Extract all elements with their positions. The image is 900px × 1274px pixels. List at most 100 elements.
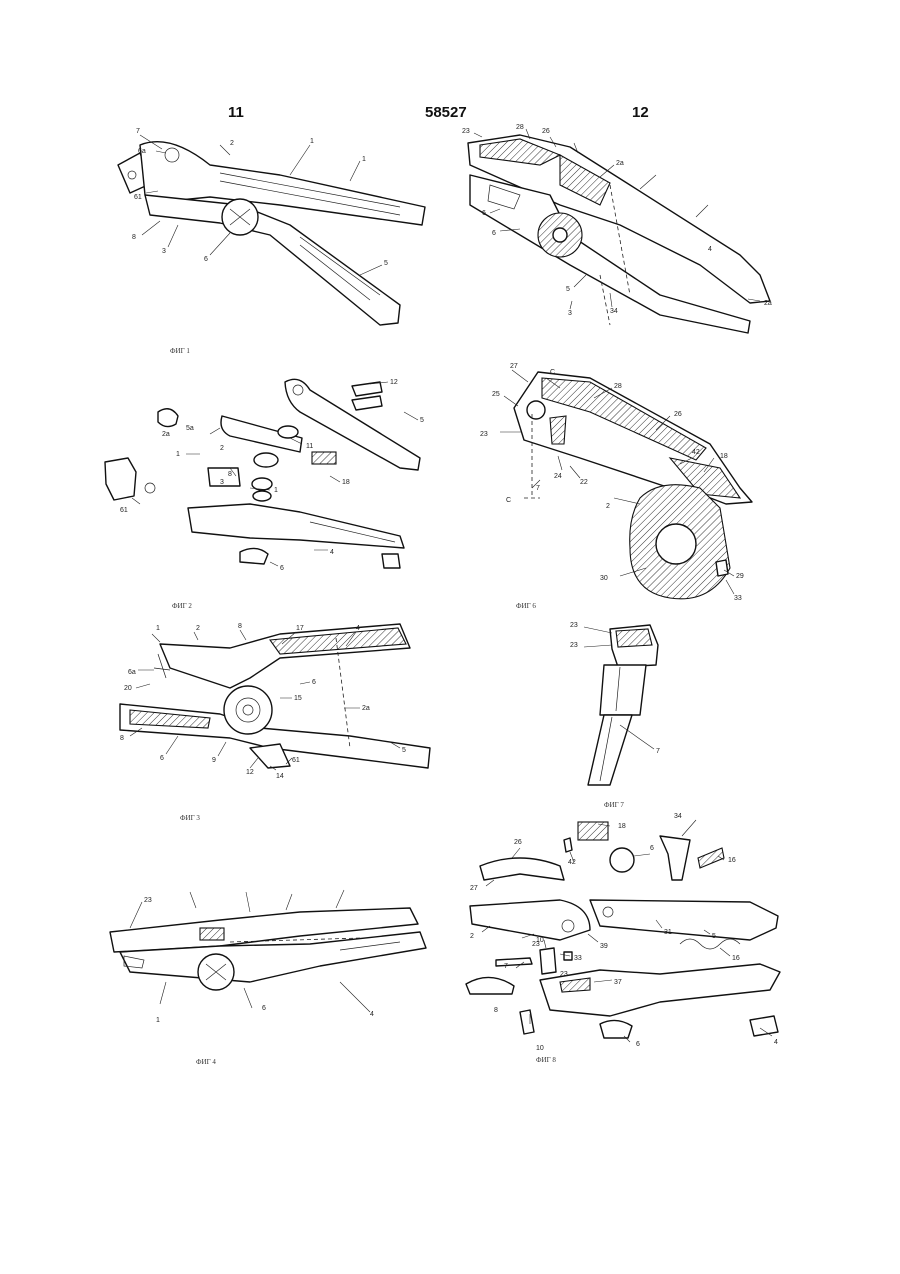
fig1-label: 61 xyxy=(134,194,142,201)
fig2-label: 3 xyxy=(220,479,224,486)
fig2-caption: ФИГ 2 xyxy=(172,602,192,610)
fig2-label: 4 xyxy=(330,549,334,556)
fig5-label: 3 xyxy=(568,310,572,317)
fig4-label: 4 xyxy=(370,1011,374,1018)
fig3-label: 14 xyxy=(276,773,284,780)
fig7-label: 23 xyxy=(570,622,578,629)
fig6-label: 7 xyxy=(536,485,540,492)
fig7-label: 23 xyxy=(570,642,578,649)
fig3-label: 1 xyxy=(156,625,160,632)
fig3-label: 12 xyxy=(246,769,254,776)
fig2-label: 8 xyxy=(228,471,232,478)
fig2-label: 1 xyxy=(274,487,278,494)
fig2-label: 12 xyxy=(390,379,398,386)
fig8-label: 26 xyxy=(514,839,522,846)
fig6-label: 29 xyxy=(736,573,744,580)
fig8-label: 6 xyxy=(636,1041,640,1048)
figure-5-drawing: 23 28 26 6 2a 4 6 5 3 34 2a xyxy=(460,125,800,340)
fig8-label: 18 xyxy=(618,823,626,830)
fig3-label: 8 xyxy=(238,623,242,630)
fig8-label: 39 xyxy=(600,943,608,950)
fig1-label: 2 xyxy=(230,140,234,147)
fig1-label: 6a xyxy=(138,148,146,155)
fig4-label: 6 xyxy=(262,1005,266,1012)
fig2-label: 2a xyxy=(162,431,170,438)
fig6-label: 22 xyxy=(580,479,588,486)
fig6-label: 26 xyxy=(674,411,682,418)
fig5-label: 4 xyxy=(708,246,712,253)
figure-1: 7 2 1 1 6a 61 8 3 6 5 ФИГ 1 xyxy=(100,125,440,350)
fig2-label: 18 xyxy=(342,479,350,486)
fig1-label: 5 xyxy=(384,260,388,267)
fig3-label: 6 xyxy=(160,755,164,762)
fig1-caption: ФИГ 1 xyxy=(170,347,190,355)
fig6-label: 18 xyxy=(720,453,728,460)
fig8-label: 37 xyxy=(614,979,622,986)
fig8-label: 5 xyxy=(712,933,716,940)
fig5-label: 2a xyxy=(616,160,624,167)
fig5-label: 2a xyxy=(764,300,772,307)
fig8-label: 7 xyxy=(504,963,508,970)
fig6-label: 28 xyxy=(614,383,622,390)
fig3-label: 5 xyxy=(402,747,406,754)
fig3-caption: ФИГ 3 xyxy=(180,814,200,822)
fig8-label: 42 xyxy=(568,859,576,866)
fig8-label: 23 xyxy=(532,941,540,948)
figure-2-drawing: 12 5 5a 2a 11 18 2 1 8 3 1 61 4 6 xyxy=(100,372,440,610)
figure-3-drawing: 1 2 8 17 4 6a 20 6 15 2a 8 6 9 12 14 5 6… xyxy=(100,618,440,823)
fig8-label: 31 xyxy=(664,929,672,936)
figure-4-drawing: 23 4 1 6 xyxy=(100,872,440,1072)
fig4-label: 23 xyxy=(144,897,152,904)
page-number-left: 11 xyxy=(228,104,244,121)
fig8-label: 4 xyxy=(774,1039,778,1046)
figure-7-drawing: 23 23 7 xyxy=(560,615,700,800)
fig2-label: 61 xyxy=(120,507,128,514)
fig1-label: 1 xyxy=(362,156,366,163)
fig6-label: 42 xyxy=(692,449,700,456)
fig2-label: 1 xyxy=(176,451,180,458)
fig7-label: 7 xyxy=(656,748,660,755)
fig3-label: 6 xyxy=(312,679,316,686)
fig3-label: 15 xyxy=(294,695,302,702)
fig5-label: 34 xyxy=(610,308,618,315)
fig8-label: 34 xyxy=(674,813,682,820)
fig1-label: 8 xyxy=(132,234,136,241)
fig6-label: 33 xyxy=(734,595,742,602)
figure-8-drawing: 26 18 34 27 42 6 16 2 10 39 31 5 23 33 1… xyxy=(460,810,800,1070)
fig3-label: 6a xyxy=(128,669,136,676)
fig6-label: 23 xyxy=(480,431,488,438)
fig3-label: 8 xyxy=(120,735,124,742)
figure-5: 23 28 26 6 2a 4 6 5 3 34 2a xyxy=(460,125,800,340)
figure-2: 12 5 5a 2a 11 18 2 1 8 3 1 61 4 6 ФИГ 2 xyxy=(100,372,440,610)
fig6-label: C xyxy=(550,369,555,376)
fig5-label: 6 xyxy=(482,210,486,217)
fig8-label: 2 xyxy=(470,933,474,940)
fig3-label: 20 xyxy=(124,685,132,692)
fig8-label: 10 xyxy=(536,1045,544,1052)
fig2-label: 11 xyxy=(306,443,313,450)
fig3-label: 4 xyxy=(356,625,360,632)
figure-1-drawing: 7 2 1 1 6a 61 8 3 6 5 xyxy=(100,125,440,350)
fig5-label: 6 xyxy=(492,230,496,237)
fig8-label: 16 xyxy=(732,955,740,962)
document-number: 58527 xyxy=(425,104,467,121)
fig1-label: 1 xyxy=(310,138,314,145)
fig8-label: 23 xyxy=(560,971,568,978)
fig3-label: 61 xyxy=(292,757,300,764)
fig5-label: 26 xyxy=(542,128,550,135)
fig5-label: 28 xyxy=(516,124,524,131)
fig2-label: 5 xyxy=(420,417,424,424)
fig2-label: 5a xyxy=(186,425,194,432)
fig5-label: 5 xyxy=(566,286,570,293)
fig3-label: 2 xyxy=(196,625,200,632)
fig6-label: 24 xyxy=(554,473,562,480)
fig6-label: 30 xyxy=(600,575,608,582)
fig2-label: 6 xyxy=(280,565,284,572)
fig3-label: 9 xyxy=(212,757,216,764)
fig3-label: 2a xyxy=(362,705,370,712)
fig8-label: 6 xyxy=(650,845,654,852)
fig6-caption: ФИГ 6 xyxy=(516,602,536,610)
fig4-label: 1 xyxy=(156,1017,160,1024)
fig7-caption: ФИГ 7 xyxy=(604,801,624,809)
figure-6-drawing: 27 C 28 25 26 23 42 18 24 22 7 C 2 30 29… xyxy=(470,348,790,610)
